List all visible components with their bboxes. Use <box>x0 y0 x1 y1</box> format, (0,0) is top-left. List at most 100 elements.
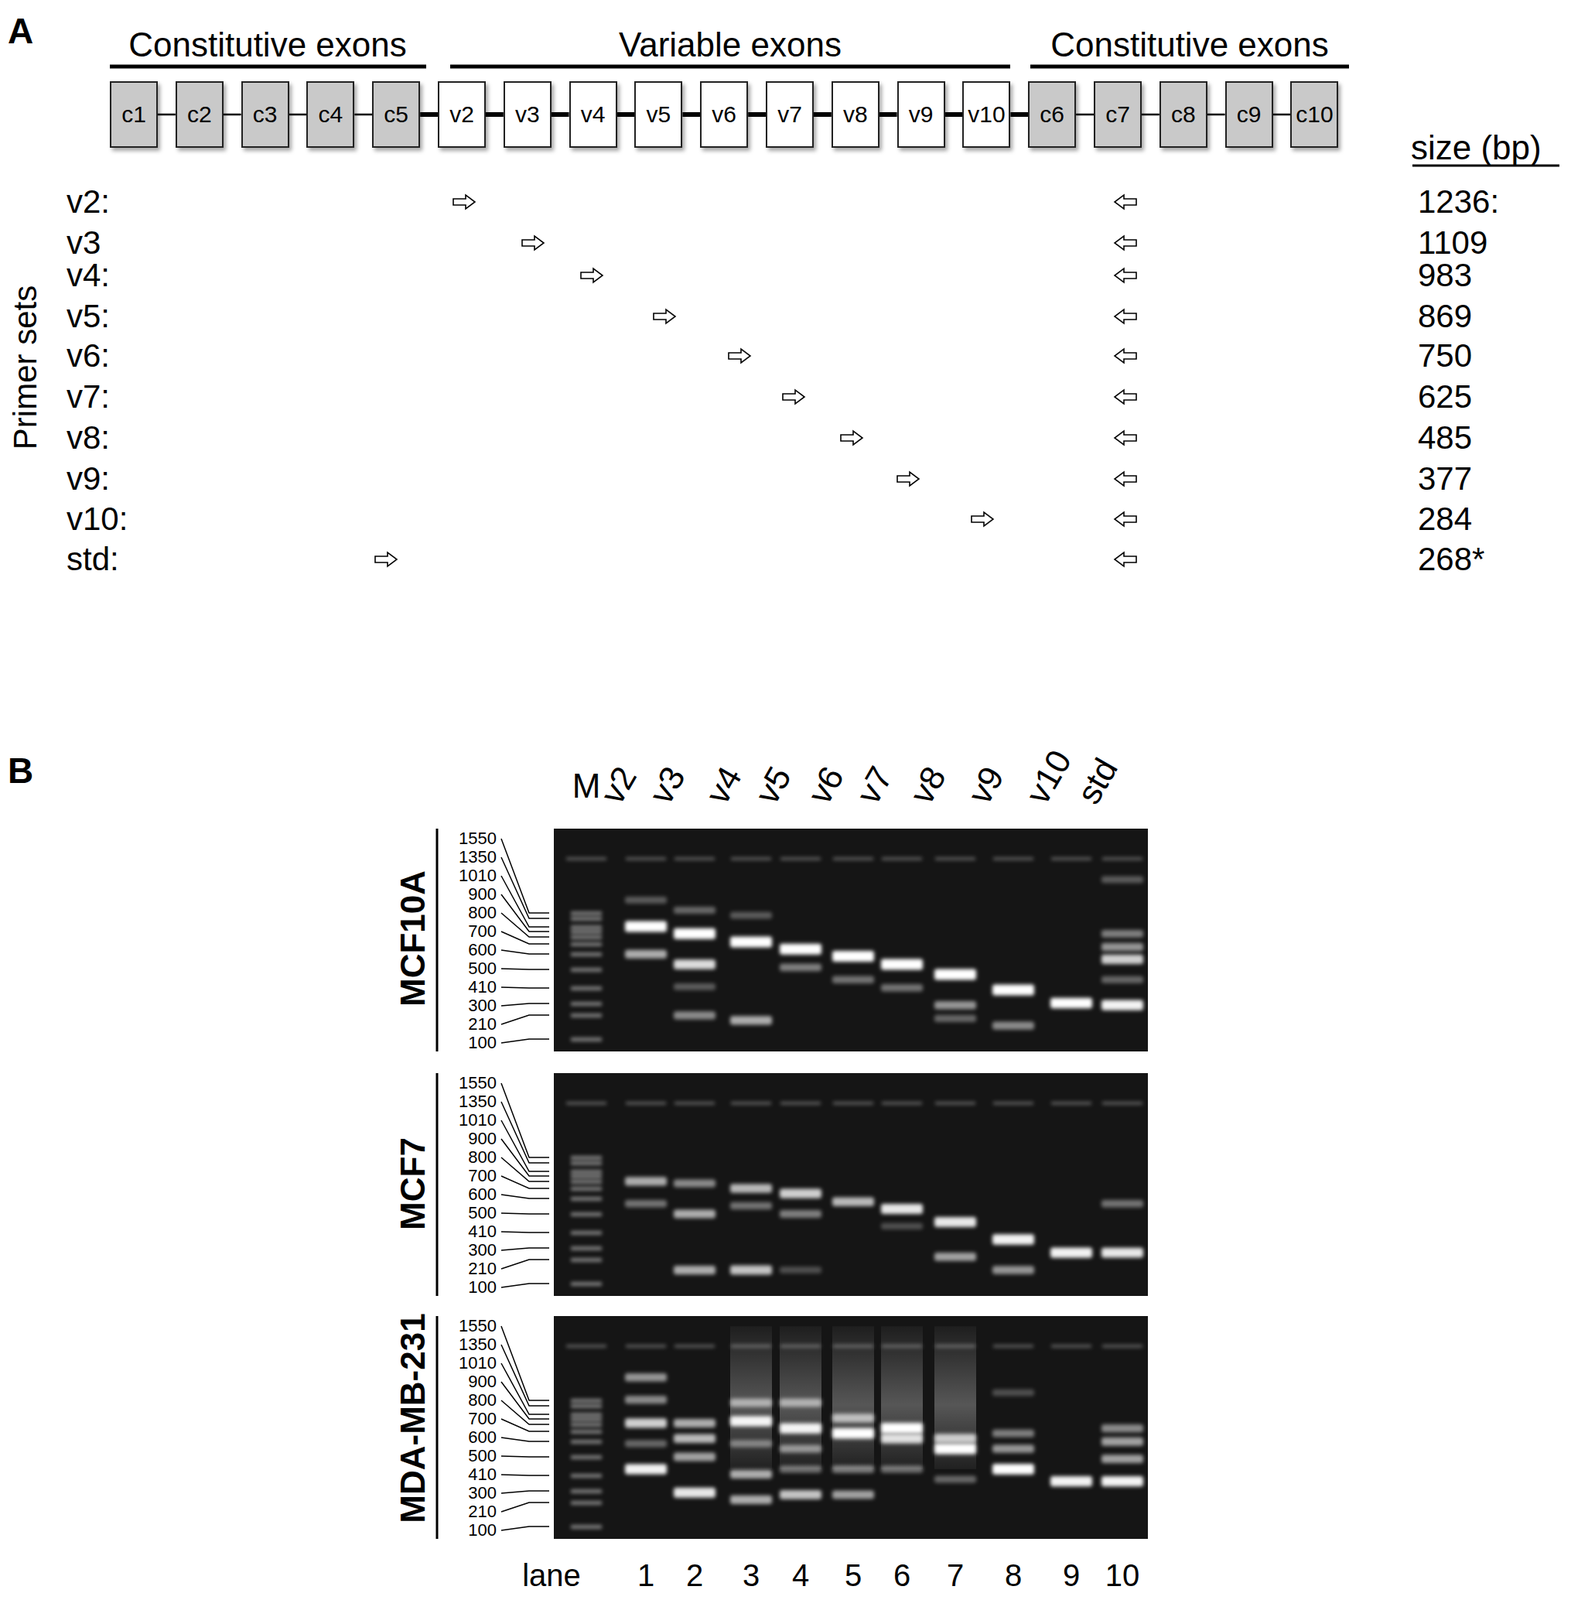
gel-well <box>935 1101 976 1105</box>
product-size: 869 <box>1417 300 1472 333</box>
lane-header: v7 <box>850 761 899 810</box>
marker-leader <box>501 1418 550 1431</box>
exon-label: c5 <box>383 102 409 127</box>
constitutive-exon: c9 <box>1225 81 1274 148</box>
intron-line <box>879 112 898 117</box>
marker-leader <box>501 1247 550 1250</box>
marker-size: 1350 <box>458 1335 497 1353</box>
primer-name: v5: <box>66 300 110 333</box>
marker-size: 410 <box>467 1222 497 1240</box>
gel-well <box>993 1344 1034 1348</box>
ladder-band <box>570 952 602 957</box>
ladder-band <box>570 1524 602 1529</box>
dna-band <box>992 1233 1035 1244</box>
lane-header: v4 <box>700 761 748 810</box>
reverse-primer <box>1114 471 1137 486</box>
lane-number: 10 <box>1105 1559 1141 1591</box>
gel-image <box>553 1072 1148 1296</box>
lane-header: v8 <box>904 761 952 810</box>
ladder-band <box>570 1417 602 1421</box>
dna-band <box>730 1265 772 1275</box>
variable-exon: v4 <box>569 81 618 148</box>
dna-band <box>881 1433 923 1444</box>
dna-band <box>1101 1199 1144 1207</box>
reverse-primer <box>1114 552 1137 567</box>
primer-name: v8: <box>66 421 110 455</box>
exon-label: c4 <box>318 102 344 127</box>
dna-band <box>1050 1475 1093 1486</box>
dna-band <box>624 921 667 933</box>
dna-band <box>992 1389 1035 1396</box>
dna-band <box>624 1463 667 1474</box>
intron-line <box>747 112 766 117</box>
intron-line <box>617 112 636 117</box>
dna-band <box>673 1487 716 1498</box>
marker-leader <box>501 838 550 913</box>
dna-band <box>673 1178 716 1187</box>
marker-leader <box>501 1283 550 1288</box>
marker-size: 100 <box>467 1278 497 1296</box>
dna-band <box>779 943 822 955</box>
cell-line-name: MCF7 <box>396 1137 431 1230</box>
gel-well <box>625 1101 666 1105</box>
product-size: 268* <box>1417 543 1485 576</box>
gel-well <box>730 1101 772 1105</box>
marker-size: 500 <box>467 1447 497 1465</box>
marker-size: 300 <box>467 1484 497 1502</box>
ladder-band <box>570 1246 602 1250</box>
marker-size: 210 <box>467 1502 497 1520</box>
dna-band <box>624 1417 667 1428</box>
marker-leader <box>501 1231 550 1233</box>
header-bar <box>1030 64 1350 69</box>
dna-band <box>779 1209 822 1218</box>
lane-header: v5 <box>749 761 797 810</box>
exon-label: v3 <box>515 102 540 127</box>
marker-size: 1010 <box>458 867 497 885</box>
dna-band <box>832 1465 875 1473</box>
ladder-band <box>570 1412 602 1417</box>
ladder-band <box>570 911 602 916</box>
ladder-band <box>570 1489 602 1493</box>
intron-line <box>485 112 504 117</box>
reverse-primer <box>1114 389 1137 404</box>
gel-background <box>553 1072 1148 1296</box>
dna-band <box>624 1176 667 1186</box>
dna-band <box>779 963 822 971</box>
gel-smear <box>934 1325 977 1469</box>
lane-header: v9 <box>962 761 1010 810</box>
marker-leader <box>501 1157 550 1182</box>
intron-line <box>157 113 176 117</box>
gel-well <box>1051 1101 1092 1105</box>
marker-size: 410 <box>467 978 497 996</box>
lane-number: 8 <box>1004 1559 1022 1591</box>
dna-band <box>1101 942 1144 952</box>
ladder-band <box>570 1174 602 1179</box>
marker-leader <box>501 1325 550 1401</box>
gel-well <box>1051 857 1092 861</box>
lane-header: std <box>1071 752 1124 810</box>
gel-smear <box>881 1325 923 1469</box>
ladder-band <box>570 916 602 921</box>
reverse-primer <box>1114 512 1137 526</box>
forward-primer <box>971 512 994 526</box>
product-size: 750 <box>1417 339 1472 373</box>
exon-label: c6 <box>1039 102 1065 127</box>
marker-size: 100 <box>467 1034 497 1052</box>
exon-label: v5 <box>646 102 672 127</box>
exon-label: v6 <box>711 102 737 127</box>
constitutive-exon: c8 <box>1159 81 1208 148</box>
dna-band <box>1101 929 1144 938</box>
dna-band <box>673 1418 716 1428</box>
marker-size: 600 <box>467 1185 497 1203</box>
marker-size: 600 <box>467 941 497 959</box>
intron-line <box>1273 113 1291 117</box>
marker-leader <box>501 1082 550 1158</box>
gel-smear <box>730 1325 772 1469</box>
gel-well <box>566 857 607 861</box>
dna-band <box>1101 1247 1144 1258</box>
constitutive-exon: c7 <box>1093 81 1142 148</box>
variable-exon: v3 <box>503 81 552 148</box>
dna-band <box>779 1465 822 1472</box>
dna-band <box>779 1266 822 1273</box>
gel-smear <box>779 1325 822 1469</box>
